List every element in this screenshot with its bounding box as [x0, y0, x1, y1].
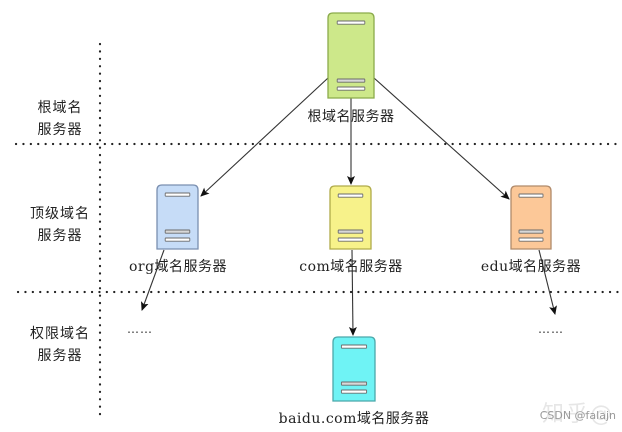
server-slot: [518, 237, 544, 242]
server-slot: [337, 193, 364, 198]
tier-label-tld: 顶级域名 服务器: [24, 203, 96, 247]
tier-label-root-line1: 根域名: [37, 100, 83, 116]
server-slot: [337, 237, 364, 242]
tier-label-authoritative-line1: 权限域名: [30, 326, 90, 342]
server-slot: [340, 344, 368, 349]
server-slot: [336, 20, 366, 25]
watermark-background: 知乎@: [541, 402, 614, 427]
tier-label-root-line2: 服务器: [37, 122, 83, 138]
tier-label-tld-line1: 顶级域名: [30, 206, 90, 222]
server-slot: [340, 389, 368, 394]
edge-com-to-baidu: [348, 249, 357, 336]
server-label-org: org域名服务器: [128, 259, 228, 275]
tier-label-tld-line2: 服务器: [37, 228, 83, 244]
edge-root-to-edu: [373, 77, 510, 200]
server-label-com: com域名服务器: [299, 259, 403, 275]
server-org: [156, 184, 199, 250]
server-slot: [518, 193, 544, 198]
watermark-text: CSDN @falajn: [539, 409, 616, 422]
server-slot: [518, 229, 544, 234]
server-slot: [164, 237, 191, 242]
server-slot: [336, 86, 366, 91]
tier-label-authoritative: 权限域名 服务器: [24, 323, 96, 367]
server-com: [329, 185, 372, 250]
server-slot: [164, 192, 191, 197]
server-baidu: [332, 336, 376, 402]
server-slot: [336, 78, 366, 83]
server-edu: [510, 185, 552, 250]
server-slot: [340, 381, 368, 386]
server-root: [327, 12, 375, 99]
tier-label-root: 根域名 服务器: [28, 97, 92, 141]
server-slot: [337, 229, 364, 234]
ellipsis-edu-children: ……: [538, 322, 564, 336]
edge-root-to-org: [200, 77, 329, 197]
server-label-root: 根域名服务器: [307, 109, 395, 125]
ellipsis-org-children: ……: [127, 322, 153, 336]
edge-edu-to-children: [538, 249, 557, 315]
edge-org-to-children: [140, 249, 165, 311]
server-slot: [164, 229, 191, 234]
server-body: [327, 12, 375, 99]
tier-label-authoritative-line2: 服务器: [37, 348, 83, 364]
server-label-edu: edu域名服务器: [480, 259, 582, 275]
server-label-baidu: baidu.com域名服务器: [278, 411, 430, 427]
